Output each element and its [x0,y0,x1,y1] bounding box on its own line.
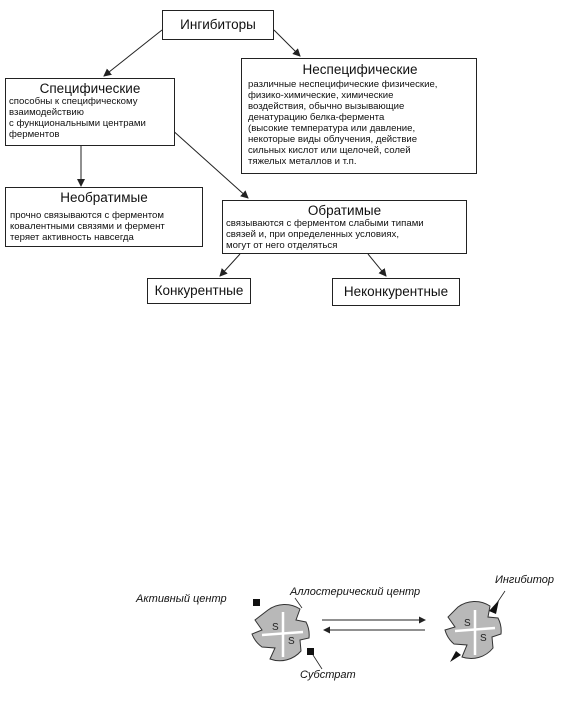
noncompetitive-title: Неконкурентные [343,284,449,299]
inhibitor-label: Ингибитор [495,574,555,586]
inhibitor-wedge-bottom [450,651,461,662]
site-s-right-top: S [464,618,471,629]
site-s-left-bottom: S [288,636,295,647]
substrate-block [307,648,314,655]
enzyme-left: S S [251,603,310,662]
arrow-reversible-to-noncompetitive [367,253,387,277]
irreversible-description: прочно связываются с ферментом ковалентн… [10,210,165,243]
reversible-box: Обратимые связываются с ферментом слабым… [222,200,467,254]
noncompetitive-box: Неконкурентные [332,278,460,306]
site-s-left-top: S [272,622,279,633]
competitive-title: Конкурентные [154,283,244,298]
inhibitors-root-box: Ингибиторы [162,10,274,40]
specific-description: способны к специфическому взаимодействию… [9,96,146,140]
nonspecific-box: Неспецифические различные неспецифически… [241,58,477,174]
specific-title: Специфические [39,81,141,96]
reversible-title: Обратимые [307,203,382,218]
enzyme-right: S S [444,600,502,662]
inhibitors-root-title: Ингибиторы [180,17,256,32]
site-s-right-bottom: S [480,633,487,644]
arrow-root-to-specific [103,29,163,77]
specific-box: Специфические способны к специфическому … [5,78,175,146]
reversible-description: связываются с ферментом слабыми типами с… [226,218,424,251]
nonspecific-description: различные неспецифические физические, фи… [248,79,438,167]
nonspecific-title: Неспецифические [302,62,418,77]
inhibitor-wedge-top [489,600,499,614]
allosteric-center-label: Аллостерический центр [290,586,421,598]
arrow-specific-to-reversible [169,127,249,199]
active-center-label: Активный центр [136,593,227,605]
competitive-box: Конкурентные [147,278,251,304]
substrate-label: Субстрат [300,669,356,681]
arrow-reversible-to-competitive [219,253,241,277]
active-center-marker [253,599,260,606]
arrow-root-to-nonspecific [273,29,301,57]
irreversible-title: Необратимые [60,190,148,205]
irreversible-box: Необратимые прочно связываются с фермент… [5,187,203,247]
